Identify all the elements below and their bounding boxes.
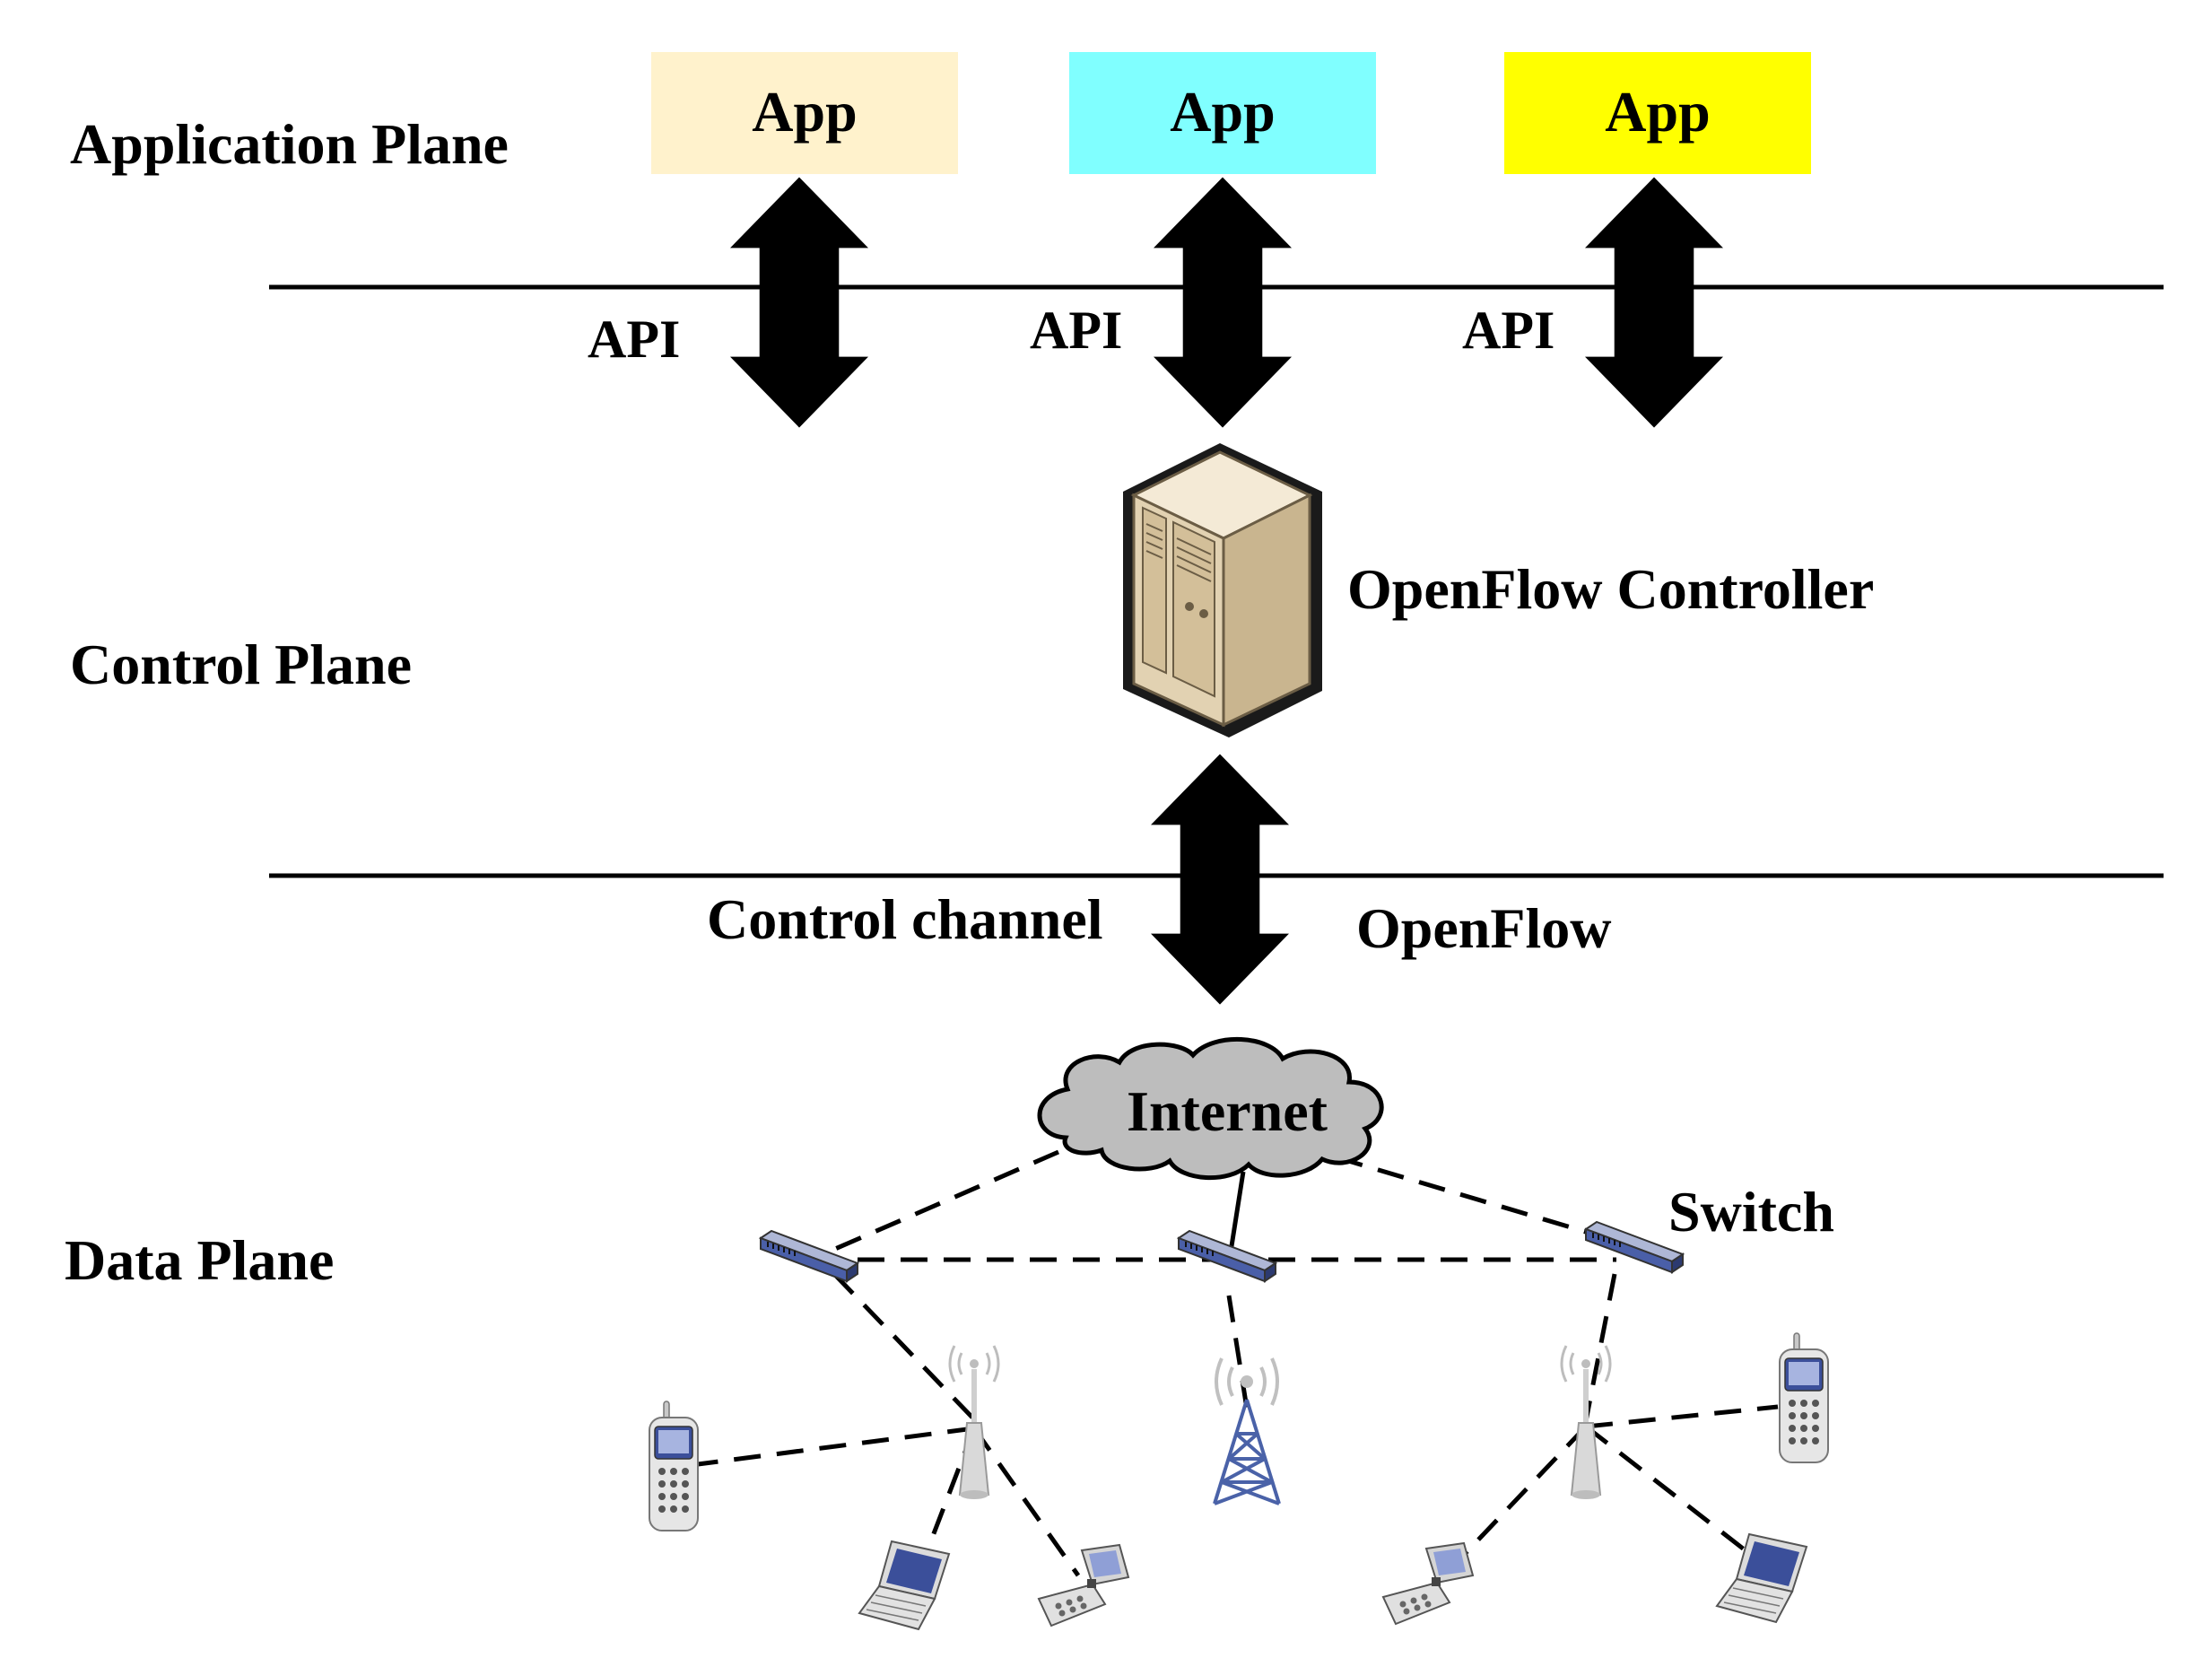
link-ap-right-laptop <box>1584 1425 1756 1559</box>
api-label-3: API <box>1462 301 1554 360</box>
api-arrow-2 <box>1154 177 1292 428</box>
mobile-phone-icon <box>1038 1544 1129 1627</box>
mobile-phone-icon <box>649 1401 699 1531</box>
link-switch-right-ap <box>1583 1273 1617 1422</box>
cloud-icon <box>1037 1037 1384 1181</box>
laptop-icon <box>858 1540 950 1630</box>
laptop-icon <box>1716 1533 1807 1623</box>
app-box-1: App <box>651 52 958 174</box>
openflow-label: OpenFlow <box>1356 896 1611 960</box>
api-arrow-3 <box>1585 177 1723 428</box>
wireless-access-point-icon <box>1560 1344 1612 1501</box>
internet-label: Internet <box>1127 1079 1328 1143</box>
control-channel-arrow <box>1151 754 1289 1005</box>
app-box-1-fill <box>651 52 958 174</box>
application-plane-label: Application Plane <box>70 112 509 176</box>
link-ap-right-flip <box>1446 1425 1588 1574</box>
link-ap-right-phone <box>1585 1404 1779 1429</box>
openflow-controller-label: OpenFlow Controller <box>1347 557 1874 621</box>
app-box-3-label: App <box>1605 80 1710 144</box>
app-box-1-label: App <box>752 80 857 144</box>
link-ap-left-phone <box>697 1426 975 1467</box>
mobile-phone-icon <box>1382 1542 1474 1625</box>
link-cloud-switch-left <box>814 1149 1059 1261</box>
app-box-3: App <box>1504 52 1811 174</box>
link-ap-left-flip <box>971 1427 1081 1577</box>
app-box-3-fill <box>1504 52 1811 174</box>
link-switch-center-tower <box>1226 1295 1250 1409</box>
app-box-2-fill <box>1069 52 1376 174</box>
api-arrow-1 <box>730 177 868 428</box>
network-switch-icon <box>760 1230 858 1282</box>
control-plane-label: Control Plane <box>70 633 412 696</box>
network-switch-icon <box>1178 1230 1276 1282</box>
radio-tower-icon <box>1213 1357 1281 1505</box>
control-channel-label: Control channel <box>707 887 1103 951</box>
data-plane-label: Data Plane <box>65 1228 334 1292</box>
mobile-phone-icon <box>1779 1332 1829 1463</box>
link-cloud-switch-right <box>1336 1155 1614 1243</box>
app-box-2: App <box>1069 52 1376 174</box>
api-label-2: API <box>1030 301 1122 360</box>
api-label-1: API <box>588 310 680 369</box>
server-cabinet-icon <box>1123 443 1322 737</box>
link-switch-left-ap <box>832 1272 976 1421</box>
switch-label: Switch <box>1668 1180 1834 1244</box>
app-box-2-label: App <box>1170 80 1275 144</box>
